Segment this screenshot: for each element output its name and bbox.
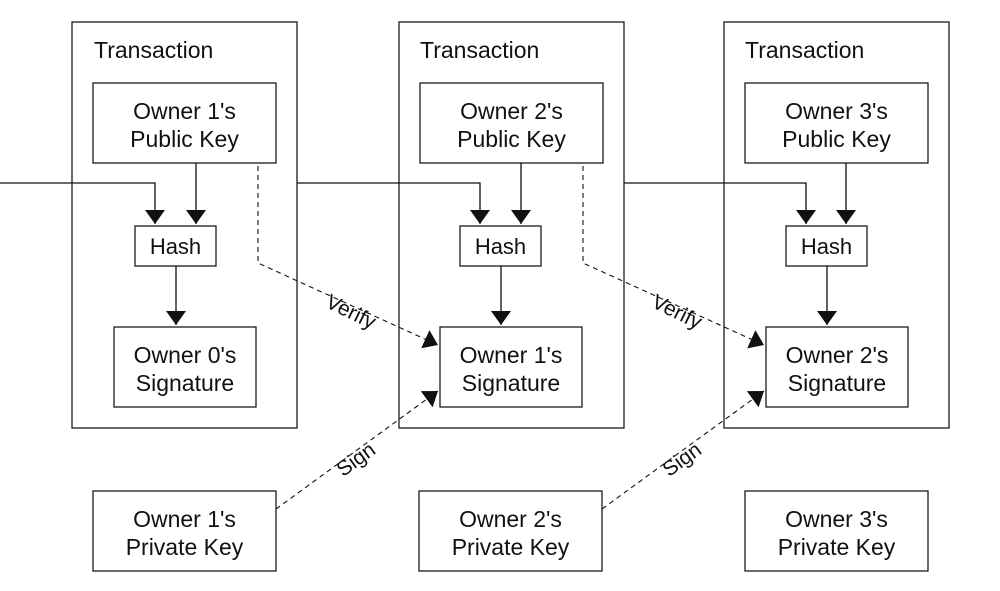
- hash-label: Hash: [150, 234, 201, 259]
- signature-box: Owner 1's Signature: [439, 326, 583, 408]
- transaction-1: Transaction Owner 1's Public Key Hash Ow…: [71, 21, 298, 429]
- private-key-text: Private Key: [452, 534, 570, 560]
- public-key-box: Owner 1's Public Key: [92, 82, 277, 164]
- public-key-owner: Owner 1's: [133, 98, 236, 124]
- private-key-text: Private Key: [778, 534, 896, 560]
- transaction-2: Transaction Owner 2's Public Key Hash Ow…: [398, 21, 625, 429]
- signature-box: Owner 2's Signature: [765, 326, 909, 408]
- verify-arrow-1: [257, 166, 439, 349]
- transaction-title: Transaction: [94, 37, 213, 63]
- verify-label-2: Verify: [648, 290, 706, 334]
- private-key-owner: Owner 2's: [459, 506, 562, 532]
- signature-text: Signature: [462, 370, 560, 396]
- transaction-title: Transaction: [745, 37, 864, 63]
- public-key-text: Public Key: [457, 126, 566, 152]
- private-key-box-2: Owner 2's Private Key: [418, 490, 603, 572]
- chain-arrow-prev-to-hash-2: [297, 182, 490, 224]
- private-key-box-1: Owner 1's Private Key: [92, 490, 277, 572]
- transaction-title: Transaction: [420, 37, 539, 63]
- public-key-box: Owner 2's Public Key: [419, 82, 604, 164]
- transaction-3: Transaction Owner 3's Public Key Hash Ow…: [723, 21, 950, 429]
- public-key-text: Public Key: [130, 126, 239, 152]
- private-key-text: Private Key: [126, 534, 244, 560]
- private-key-box-3: Owner 3's Private Key: [744, 490, 929, 572]
- hash-label: Hash: [801, 234, 852, 259]
- hash-label: Hash: [475, 234, 526, 259]
- signature-text: Signature: [788, 370, 886, 396]
- signature-owner: Owner 0's: [134, 342, 237, 368]
- public-key-text: Public Key: [782, 126, 891, 152]
- hash-box: Hash: [785, 225, 868, 267]
- sign-label-2: Sign: [658, 438, 706, 481]
- signature-box: Owner 0's Signature: [113, 326, 257, 408]
- signature-owner: Owner 1's: [460, 342, 563, 368]
- public-key-owner: Owner 2's: [460, 98, 563, 124]
- private-key-owner: Owner 3's: [785, 506, 888, 532]
- verify-label-1: Verify: [322, 290, 380, 334]
- hash-box: Hash: [134, 225, 217, 267]
- chain-arrow-prev-to-hash-1: [0, 182, 165, 224]
- public-key-owner: Owner 3's: [785, 98, 888, 124]
- private-key-owner: Owner 1's: [133, 506, 236, 532]
- hash-box: Hash: [459, 225, 542, 267]
- verify-arrow-2: [582, 166, 765, 349]
- sign-label-1: Sign: [332, 438, 380, 481]
- chain-arrow-prev-to-hash-3: [624, 182, 816, 224]
- signature-owner: Owner 2's: [786, 342, 889, 368]
- public-key-box: Owner 3's Public Key: [744, 82, 929, 164]
- sign-arrow-1: [275, 390, 439, 510]
- signature-text: Signature: [136, 370, 234, 396]
- sign-arrow-2: [601, 390, 765, 510]
